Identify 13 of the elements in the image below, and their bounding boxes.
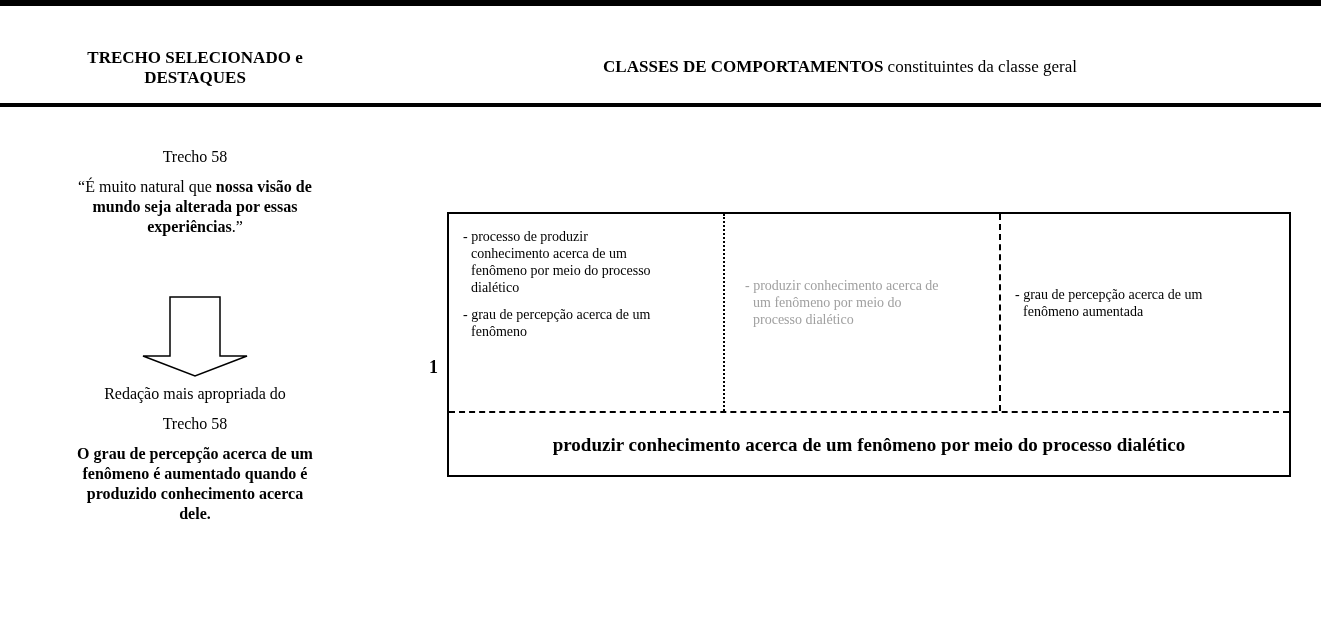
passage-text: “É muito natural que nossa visão de mundo seja alterada por essas experiências.”: [77, 177, 313, 237]
passage-text: Trecho 58: [162, 147, 228, 167]
column-header: TRECHO SELECIONADO e DESTAQUES: [86, 48, 304, 88]
table-cell: - produzir conhecimento acerca de um fenômeno por meio do processo dialético: [725, 214, 1001, 411]
table-cell: produzir conhecimento acerca de um fenômeno por meio do processo dialético: [449, 411, 1289, 475]
passage-text: Redação mais apropriada do: [104, 384, 286, 404]
passage-text: Trecho 58: [162, 414, 228, 434]
block-arrow: [142, 296, 248, 377]
table-cell: - grau de percepção acerca de um fenômeno aumentada: [1001, 214, 1289, 411]
column-header: CLASSES DE COMPORTAMENTOS constituintes da classe geral: [602, 57, 1078, 77]
passage-text: O grau de percepção acerca de um fenômeno é aumentado quando é produzido conhecimento acerca dele.: [76, 444, 314, 524]
table-cell: - processo de produzir conhecimento acerca de um fenômeno por meio do processo dialético - grau de percepção acerca de um fenômeno: [449, 214, 725, 411]
row-number: 1: [429, 356, 438, 379]
